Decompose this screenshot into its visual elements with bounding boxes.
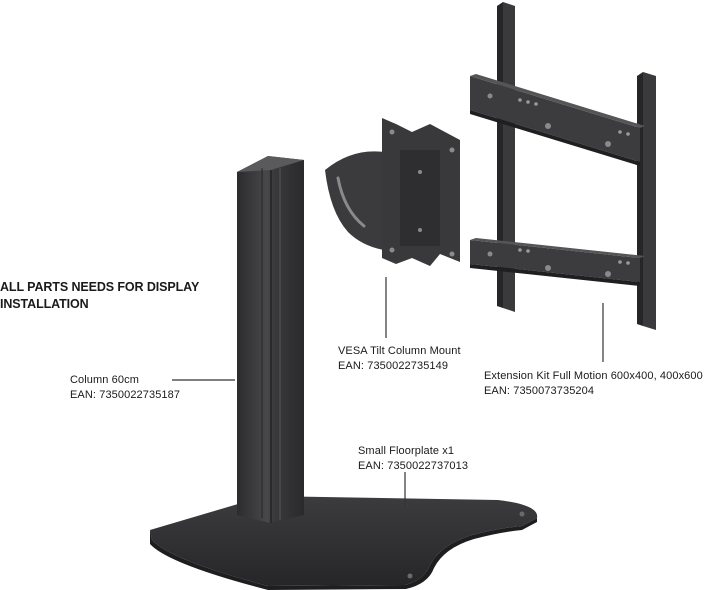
extension-label: Extension Kit Full Motion 600x400, 400x6… xyxy=(484,369,703,399)
column-image xyxy=(237,156,304,523)
vesa-name: VESA Tilt Column Mount xyxy=(338,345,461,357)
column-name: Column 60cm xyxy=(70,374,139,386)
heading-line-1: ALL PARTS NEEDS FOR DISPLAY xyxy=(0,280,200,294)
floorplate-image xyxy=(150,496,538,590)
column-ean: EAN: 7350022735187 xyxy=(70,389,181,401)
floorplate-label: Small Floorplate x1 EAN: 7350022737013 xyxy=(358,444,468,474)
extension-kit-image xyxy=(470,2,656,330)
heading-line-2: INSTALLATION xyxy=(0,297,89,311)
floorplate-ean: EAN: 7350022737013 xyxy=(358,460,469,472)
extension-ean: EAN: 7350073735204 xyxy=(484,385,595,397)
leader-lines xyxy=(172,277,604,507)
vesa-ean: EAN: 7350022735149 xyxy=(338,360,449,372)
extension-name: Extension Kit Full Motion 600x400, 400x6… xyxy=(484,370,703,382)
vesa-label: VESA Tilt Column Mount EAN: 735002273514… xyxy=(338,344,461,374)
column-label: Column 60cm EAN: 7350022735187 xyxy=(70,373,180,403)
installation-heading: ALL PARTS NEEDS FOR DISPLAY INSTALLATION xyxy=(0,279,199,313)
vesa-mount-image xyxy=(325,118,460,266)
floorplate-name: Small Floorplate x1 xyxy=(358,445,455,457)
